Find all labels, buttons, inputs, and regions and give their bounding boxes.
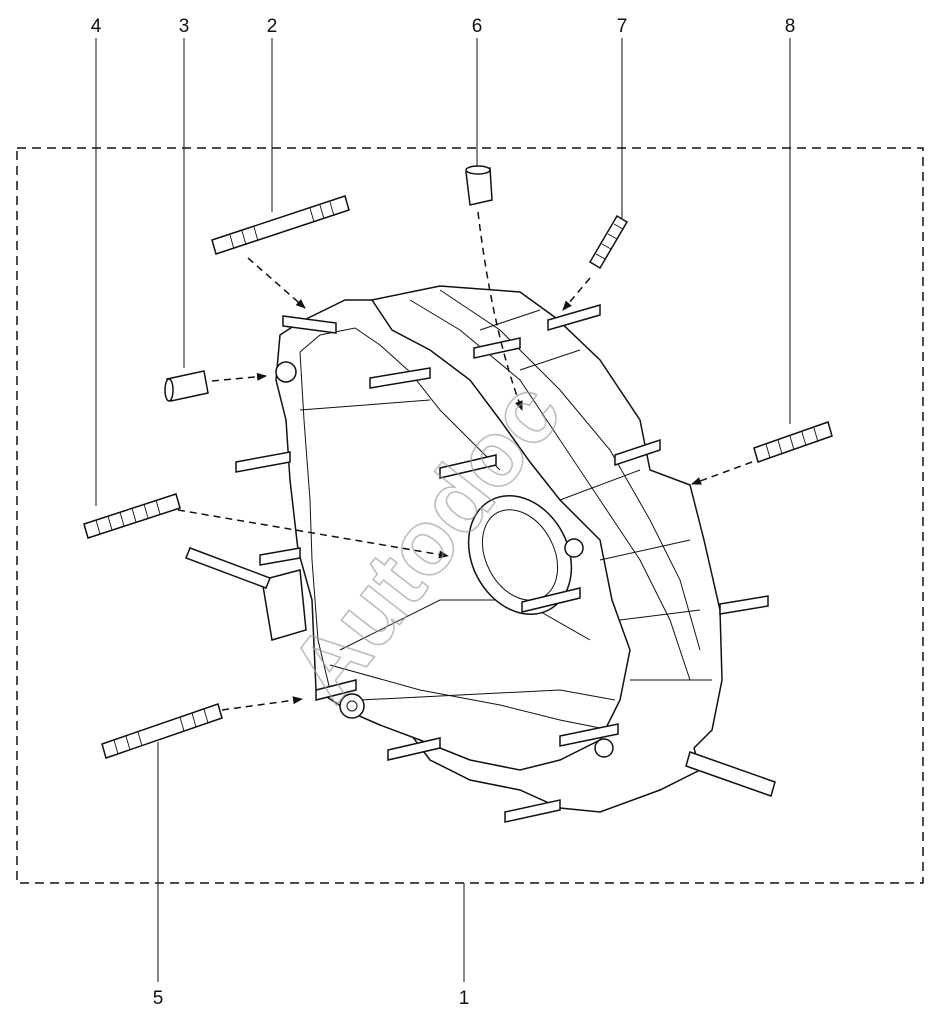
callout-8: 8: [785, 16, 796, 37]
installation-arrows: [177, 211, 753, 711]
stud-5: [101, 703, 223, 759]
stud-4: [83, 493, 181, 539]
callout-1: 1: [459, 988, 470, 1009]
callout-2: 2: [267, 16, 278, 37]
dowel-6: [465, 165, 493, 206]
callout-6: 6: [472, 16, 483, 37]
stud-7: [588, 214, 629, 270]
stud-8: [753, 421, 833, 463]
callout-5: 5: [153, 988, 164, 1009]
transmission-housing: [261, 285, 723, 813]
callout-7: 7: [617, 16, 628, 37]
callout-labels: 1 2 3 4 5 6 7 8: [91, 16, 796, 1009]
stud-2: [211, 195, 350, 255]
dowel-3: [164, 370, 209, 402]
installed-studs: [185, 304, 776, 823]
callout-4: 4: [91, 16, 102, 37]
leader-lines: [95, 38, 791, 982]
callout-3: 3: [179, 16, 190, 37]
assembly-boundary: [16, 147, 924, 884]
